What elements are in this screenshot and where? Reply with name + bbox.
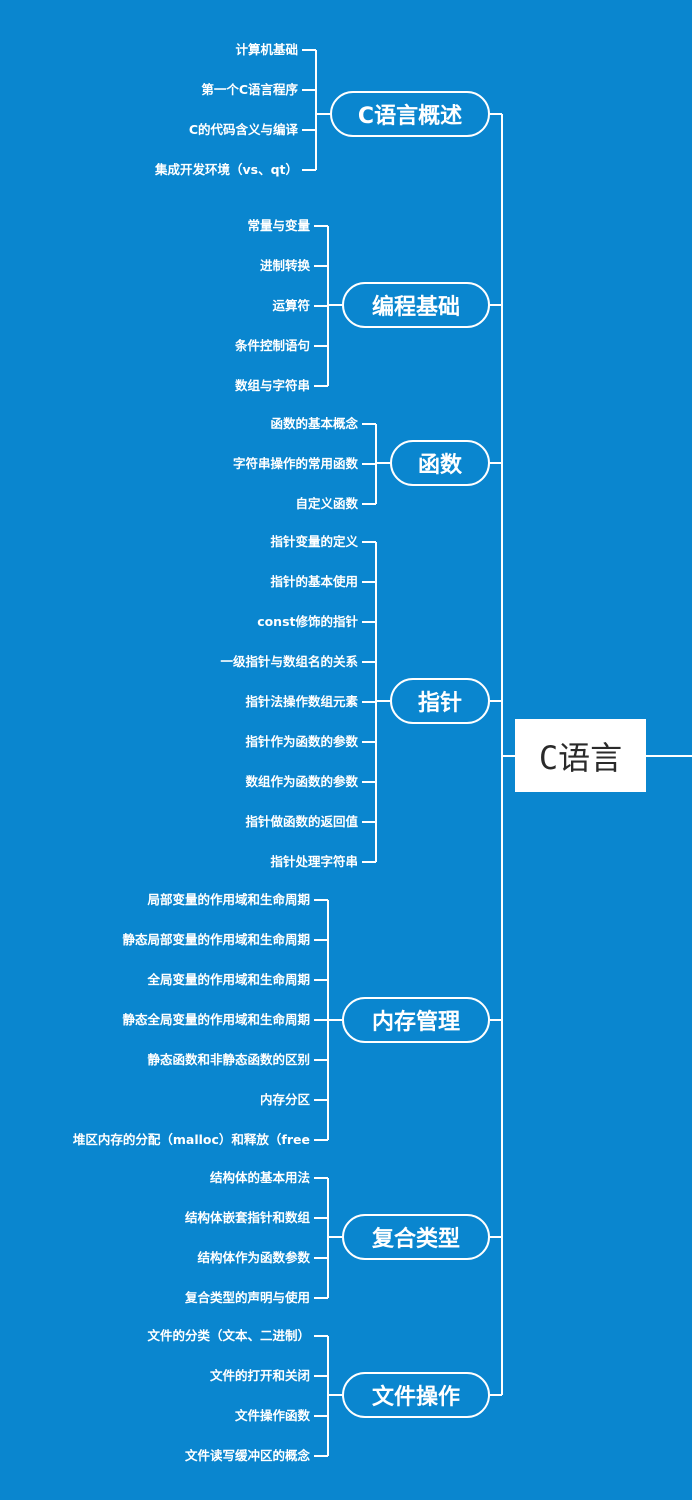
leaf-topic[interactable]: 全局变量的作用域和生命周期 [147, 972, 310, 987]
leaf-topic[interactable]: 指针变量的定义 [270, 534, 358, 549]
leaf-topic[interactable]: const修饰的指针 [257, 614, 358, 629]
leaf-topic[interactable]: 结构体作为函数参数 [197, 1250, 310, 1265]
branch-node[interactable]: 文件操作 [342, 1372, 490, 1418]
leaf-topic[interactable]: 结构体的基本用法 [209, 1170, 310, 1185]
leaf-topic[interactable]: 指针做函数的返回值 [245, 814, 358, 829]
leaf-topic[interactable]: 进制转换 [259, 258, 310, 273]
leaf-topic[interactable]: 字符串操作的常用函数 [232, 456, 358, 471]
leaf-topic[interactable]: 数组与字符串 [234, 378, 310, 393]
leaf-topic[interactable]: 函数的基本概念 [270, 416, 358, 431]
branch-node[interactable]: 指针 [390, 678, 490, 724]
leaf-topic[interactable]: 指针法操作数组元素 [245, 694, 358, 709]
branch-node[interactable]: 函数 [390, 440, 490, 486]
leaf-topic[interactable]: 自定义函数 [295, 496, 358, 511]
leaf-topic[interactable]: 指针的基本使用 [270, 574, 358, 589]
leaf-topic[interactable]: 数组作为函数的参数 [245, 774, 358, 789]
leaf-topic[interactable]: 指针处理字符串 [270, 854, 358, 869]
leaf-topic[interactable]: 堆区内存的分配（malloc）和释放（free [72, 1132, 310, 1147]
leaf-topic[interactable]: 内存分区 [259, 1092, 310, 1107]
leaf-topic[interactable]: C的代码含义与编译 [188, 122, 298, 137]
leaf-topic[interactable]: 复合类型的声明与使用 [184, 1290, 310, 1305]
leaf-topic[interactable]: 运算符 [272, 298, 310, 313]
leaf-topic[interactable]: 第一个C语言程序 [201, 82, 298, 97]
leaf-topic[interactable]: 指针作为函数的参数 [245, 734, 358, 749]
leaf-topic[interactable]: 常量与变量 [247, 218, 310, 233]
leaf-topic[interactable]: 条件控制语句 [234, 338, 310, 353]
leaf-topic[interactable]: 计算机基础 [235, 42, 298, 57]
leaf-topic[interactable]: 静态函数和非静态函数的区别 [147, 1052, 310, 1067]
branch-node[interactable]: C语言概述 [330, 91, 490, 137]
leaf-topic[interactable]: 一级指针与数组名的关系 [220, 654, 358, 669]
leaf-topic[interactable]: 集成开发环境（vs、qt） [154, 162, 298, 177]
branch-node[interactable]: 编程基础 [342, 282, 490, 328]
branch-node[interactable]: 复合类型 [342, 1214, 490, 1260]
branch-node[interactable]: 内存管理 [342, 997, 490, 1043]
leaf-topic[interactable]: 结构体嵌套指针和数组 [184, 1210, 310, 1225]
leaf-topic[interactable]: 文件的分类（文本、二进制） [147, 1328, 310, 1343]
leaf-topic[interactable]: 文件的打开和关闭 [209, 1368, 310, 1383]
root-node[interactable]: C语言 [515, 719, 646, 792]
leaf-topic[interactable]: 文件操作函数 [234, 1408, 310, 1423]
leaf-topic[interactable]: 静态局部变量的作用域和生命周期 [122, 932, 310, 947]
leaf-topic[interactable]: 局部变量的作用域和生命周期 [147, 892, 310, 907]
leaf-topic[interactable]: 文件读写缓冲区的概念 [184, 1448, 310, 1463]
leaf-topic[interactable]: 静态全局变量的作用域和生命周期 [122, 1012, 310, 1027]
